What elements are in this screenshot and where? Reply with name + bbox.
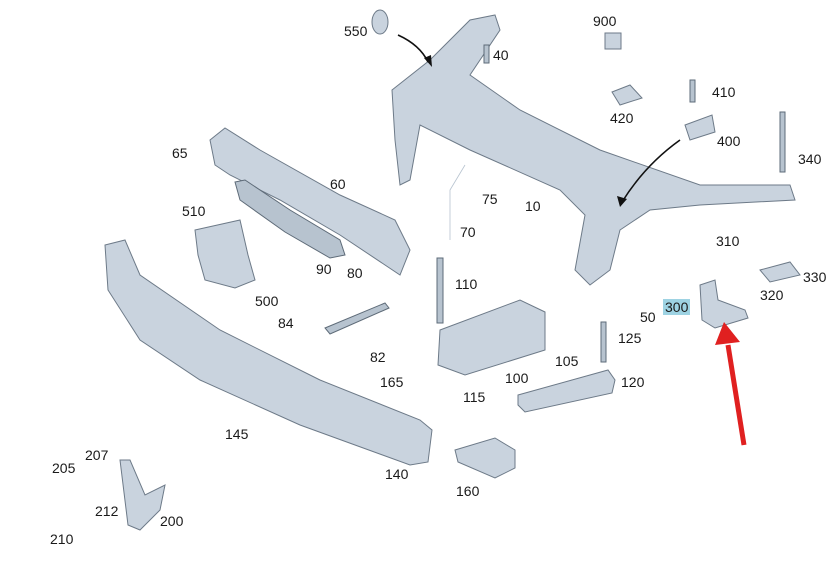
label-210: 210 bbox=[50, 531, 74, 547]
label-140: 140 bbox=[385, 466, 409, 482]
part-125-bolt bbox=[600, 321, 607, 363]
label-160: 160 bbox=[456, 483, 480, 499]
part-200 bbox=[119, 459, 166, 531]
part-330 bbox=[759, 261, 801, 283]
label-125: 125 bbox=[618, 330, 642, 346]
label-145: 145 bbox=[225, 426, 249, 442]
part-80 bbox=[324, 302, 390, 335]
label-207: 207 bbox=[85, 447, 109, 463]
label-320: 320 bbox=[760, 287, 784, 303]
label-60: 60 bbox=[330, 176, 346, 192]
label-410: 410 bbox=[712, 84, 736, 100]
pointer-arrow-550 bbox=[397, 34, 429, 63]
part-900 bbox=[604, 32, 622, 50]
part-500 bbox=[194, 219, 256, 289]
part-160 bbox=[454, 437, 516, 479]
label-120: 120 bbox=[621, 374, 645, 390]
label-90: 90 bbox=[316, 261, 332, 277]
label-100: 100 bbox=[505, 370, 529, 386]
part-120 bbox=[517, 369, 616, 413]
label-310: 310 bbox=[716, 233, 740, 249]
label-300-highlighted: 300 bbox=[663, 299, 691, 315]
label-165: 165 bbox=[380, 374, 404, 390]
label-500: 500 bbox=[255, 293, 279, 309]
label-40: 40 bbox=[493, 47, 509, 63]
label-420: 420 bbox=[610, 110, 634, 126]
arrowhead-400 bbox=[617, 196, 627, 207]
label-84: 84 bbox=[278, 315, 294, 331]
label-110: 110 bbox=[455, 276, 478, 292]
label-65: 65 bbox=[172, 145, 188, 161]
label-50: 50 bbox=[640, 309, 656, 325]
part-60 bbox=[209, 127, 411, 276]
part-140-beam bbox=[104, 239, 433, 466]
label-212: 212 bbox=[95, 503, 119, 519]
part-420 bbox=[611, 84, 643, 106]
label-900: 900 bbox=[593, 13, 617, 29]
part-400 bbox=[684, 114, 716, 141]
label-400: 400 bbox=[717, 133, 741, 149]
red-arrowhead bbox=[715, 322, 740, 345]
label-82: 82 bbox=[370, 349, 386, 365]
part-300 bbox=[699, 279, 749, 329]
label-330: 330 bbox=[803, 269, 827, 285]
label-80: 80 bbox=[347, 265, 363, 281]
label-10: 10 bbox=[525, 198, 541, 214]
part-550 bbox=[371, 9, 389, 35]
label-340: 340 bbox=[798, 151, 822, 167]
label-115: 115 bbox=[463, 389, 486, 405]
label-105: 105 bbox=[555, 353, 579, 369]
label-70: 70 bbox=[460, 224, 476, 240]
part-410-bolt bbox=[689, 79, 696, 103]
red-arrow-shaft bbox=[725, 344, 747, 446]
part-10-carrier bbox=[391, 14, 796, 286]
part-90 bbox=[234, 179, 346, 259]
part-340-bolt bbox=[779, 111, 786, 173]
pointer-arrow-400 bbox=[621, 139, 681, 203]
part-40-bolt bbox=[483, 44, 490, 64]
arrowhead-550 bbox=[424, 55, 432, 67]
label-200: 200 bbox=[160, 513, 184, 529]
label-510: 510 bbox=[182, 203, 206, 219]
part-70 bbox=[449, 164, 466, 240]
part-100 bbox=[437, 299, 546, 376]
label-75: 75 bbox=[482, 191, 498, 207]
label-550: 550 bbox=[344, 23, 368, 39]
label-205: 205 bbox=[52, 460, 76, 476]
part-110-bolt bbox=[436, 257, 444, 324]
